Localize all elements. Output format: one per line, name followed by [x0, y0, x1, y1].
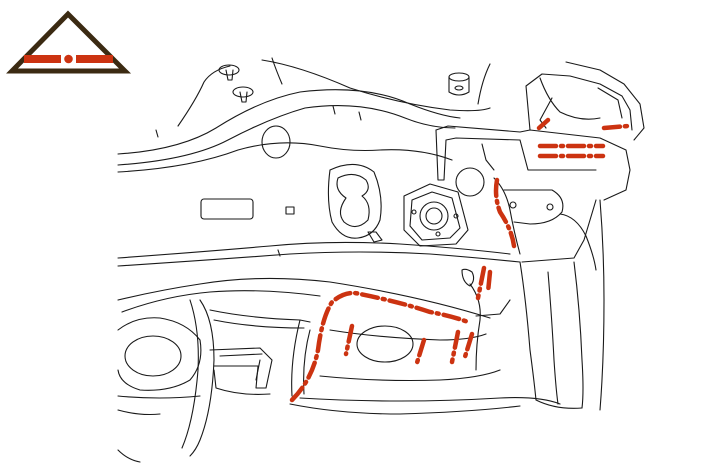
cowl-cap — [448, 72, 470, 96]
floor-pan — [209, 283, 561, 415]
a-pillar — [519, 199, 605, 411]
cowl-hole — [261, 125, 291, 159]
sealer-application-symbol-icon — [6, 10, 132, 74]
dash-square-hole — [285, 206, 295, 215]
side-member — [493, 177, 597, 271]
cowl-panel — [117, 57, 491, 166]
cowl-clips — [155, 64, 362, 138]
sealer-lines — [289, 117, 631, 403]
sealer-pillar-bracket-inner — [485, 269, 493, 295]
sealer-floor-main — [289, 290, 471, 403]
dash-round-hole — [455, 167, 485, 197]
dash-slot — [200, 198, 254, 220]
dash-grommet-opening — [403, 183, 469, 247]
strut-tower-bracket — [435, 61, 645, 201]
dash-figure8-opening — [327, 163, 383, 243]
sealer-floor-right-patch-a — [413, 337, 427, 369]
dash-panel — [117, 142, 521, 319]
left-wheelhouse — [117, 299, 215, 463]
sealer-side-member — [493, 177, 517, 249]
sealer-upper-right-lip — [601, 123, 631, 131]
sealer-floor-right-patch-b — [449, 329, 461, 365]
seat-rail-bracket — [209, 347, 273, 395]
sealer-pillar-bracket — [475, 265, 487, 301]
sealer-upper-right-bracket — [536, 117, 551, 131]
floor-oval-opening — [356, 325, 414, 363]
sealer-floor-right-patch-c — [461, 331, 475, 363]
sealer-floor-left-patch — [343, 323, 355, 357]
